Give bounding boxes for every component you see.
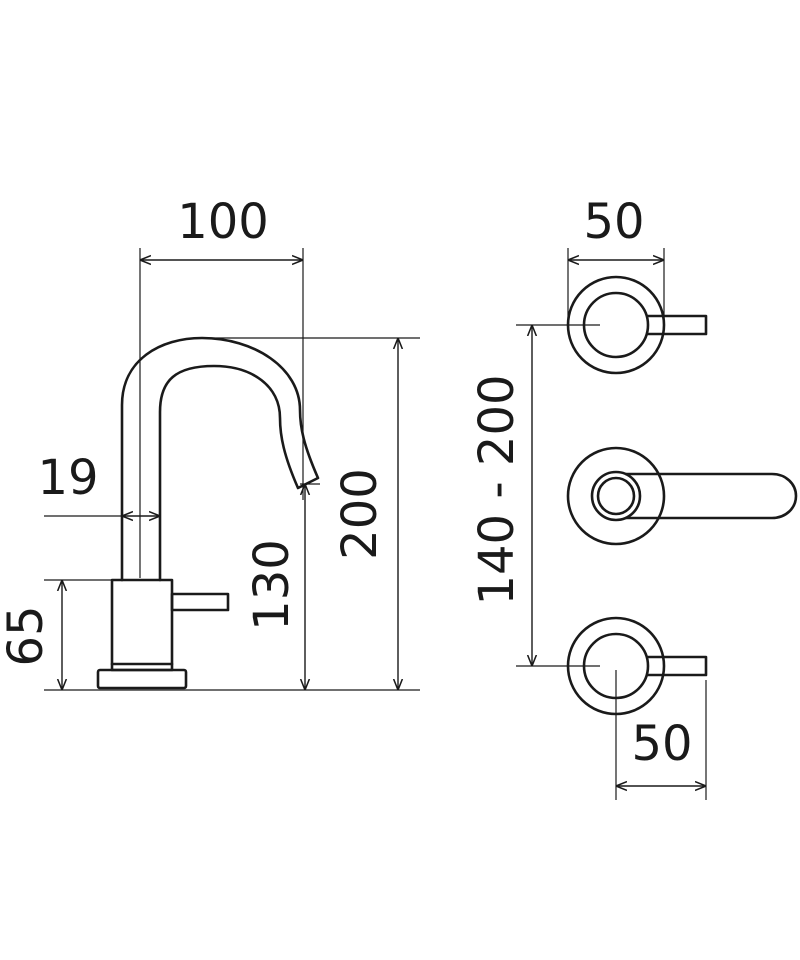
handles-front-view	[566, 275, 798, 716]
label-rosette-diameter-bottom: 50	[631, 716, 692, 772]
faucet-lever	[170, 592, 230, 612]
label-handle-spacing: 140 - 200	[469, 374, 525, 605]
label-rosette-diameter-top: 50	[583, 194, 644, 250]
center-spout	[566, 446, 798, 546]
label-base-height: 65	[0, 605, 54, 666]
label-spout-reach: 100	[177, 194, 269, 250]
front-dimension-lines	[532, 260, 706, 786]
center-rosette	[566, 446, 666, 546]
faucet-body	[110, 578, 174, 672]
faucet-spout	[120, 336, 320, 582]
label-total-height: 200	[332, 468, 388, 560]
side-dimension-lines	[62, 260, 398, 690]
faucet-base-plate	[96, 668, 188, 690]
label-spout-diameter: 19	[37, 450, 98, 506]
label-outlet-height: 130	[244, 539, 300, 631]
faucet-side-view	[96, 336, 320, 690]
